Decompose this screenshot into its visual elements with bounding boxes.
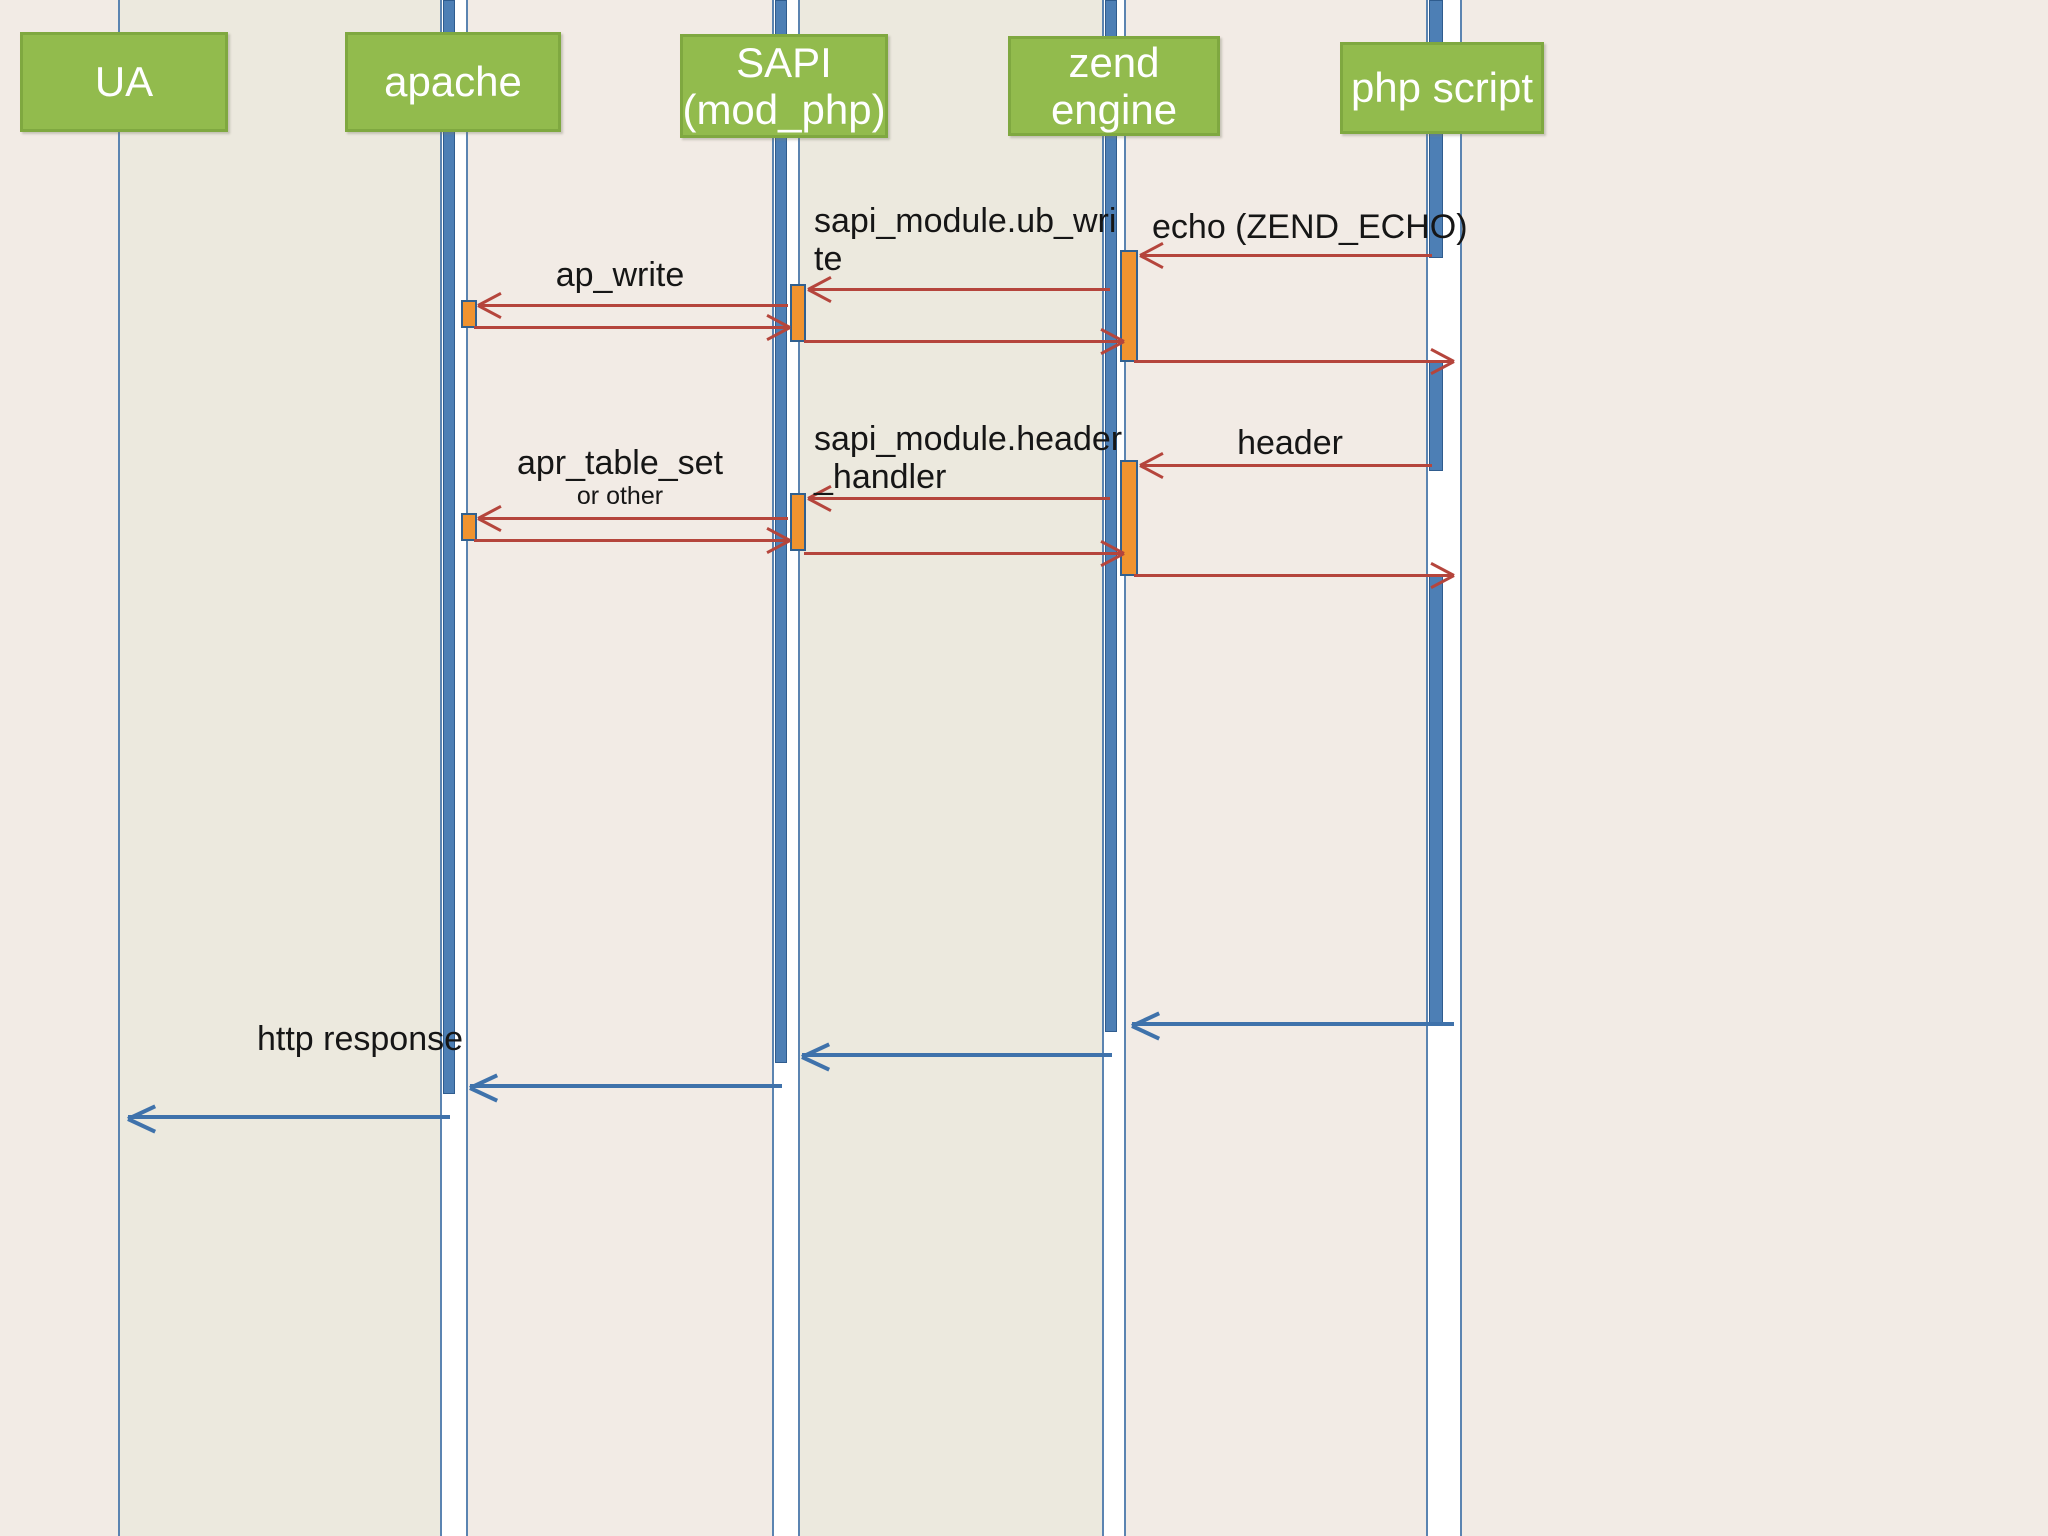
background-band-6 bbox=[1462, 0, 2048, 1536]
participant-zend[interactable]: zend engine bbox=[1008, 36, 1220, 136]
participant-label-zend: zend engine bbox=[1050, 38, 1178, 133]
participant-label-php: php script bbox=[1350, 64, 1534, 112]
message-arrow-ap-write bbox=[478, 304, 788, 307]
message-arrow-final-zend-sapi bbox=[802, 1053, 1112, 1057]
participant-label-sapi: SAPI (mod_php) bbox=[682, 38, 886, 133]
message-arrow-apr-table-set bbox=[478, 517, 788, 520]
participant-ua[interactable]: UA bbox=[20, 32, 228, 132]
message-arrow-header bbox=[1140, 464, 1432, 467]
lifeline-apache-r bbox=[466, 0, 468, 1536]
participant-label-apache: apache bbox=[384, 58, 522, 106]
activation-bar-apache-write bbox=[461, 300, 477, 328]
message-arrow-return-sapi-zend-2 bbox=[804, 552, 1124, 555]
message-arrow-final-php-zend bbox=[1132, 1022, 1454, 1026]
message-label-ub-write: sapi_module.ub_wri te bbox=[814, 202, 1117, 279]
message-arrow-return-zend-php bbox=[1134, 360, 1454, 363]
message-label-http-response: http response bbox=[256, 1020, 464, 1058]
background-band-1 bbox=[118, 0, 440, 1536]
message-arrow-header-handler bbox=[808, 497, 1110, 500]
message-arrow-http-response bbox=[128, 1115, 450, 1119]
message-sublabel-apr-table-set: or other bbox=[576, 482, 664, 510]
activation-bar-zend-header bbox=[1120, 460, 1138, 576]
message-label-ap-write: ap_write bbox=[555, 256, 685, 294]
lifeline-ua bbox=[118, 0, 120, 1536]
activation-bar-sapi-write bbox=[790, 284, 806, 342]
message-label-header-handler: sapi_module.header _handler bbox=[814, 420, 1123, 497]
background-band-ua bbox=[0, 0, 118, 1536]
activation-apache bbox=[443, 0, 455, 1094]
lifeline-zend-r bbox=[1124, 0, 1126, 1536]
message-label-header: header bbox=[1237, 424, 1343, 462]
activation-bar-apache-header bbox=[461, 513, 477, 541]
message-arrow-return-apache-sapi-2 bbox=[474, 539, 790, 542]
activation-php-3 bbox=[1429, 574, 1443, 1026]
message-arrow-echo bbox=[1140, 254, 1432, 257]
message-arrow-ub-write bbox=[808, 288, 1110, 291]
message-arrow-return-apache-sapi bbox=[474, 326, 790, 329]
lifeline-sapi-r bbox=[798, 0, 800, 1536]
activation-bar-sapi-header bbox=[790, 493, 806, 551]
background-band-3 bbox=[800, 0, 1102, 1536]
message-arrow-return-sapi-zend bbox=[804, 340, 1124, 343]
participant-sapi[interactable]: SAPI (mod_php) bbox=[680, 34, 888, 138]
activation-bar-zend-echo bbox=[1120, 250, 1138, 362]
background-band-2 bbox=[468, 0, 772, 1536]
message-label-echo: echo (ZEND_ECHO) bbox=[1152, 208, 1468, 246]
participant-apache[interactable]: apache bbox=[345, 32, 561, 132]
lifeline-zend-l bbox=[1102, 0, 1104, 1536]
participant-php[interactable]: php script bbox=[1340, 42, 1544, 134]
message-label-apr-table-set: apr_table_set bbox=[516, 444, 724, 482]
lifeline-apache-l bbox=[440, 0, 442, 1536]
lifeline-php-r bbox=[1460, 0, 1462, 1536]
participant-label-ua: UA bbox=[94, 58, 154, 106]
lifeline-sapi-l bbox=[772, 0, 774, 1536]
activation-zend bbox=[1105, 0, 1117, 1032]
message-arrow-final-sapi-apache bbox=[470, 1084, 782, 1088]
message-arrow-return-zend-php-2 bbox=[1134, 574, 1454, 577]
lifeline-php-l bbox=[1426, 0, 1428, 1536]
